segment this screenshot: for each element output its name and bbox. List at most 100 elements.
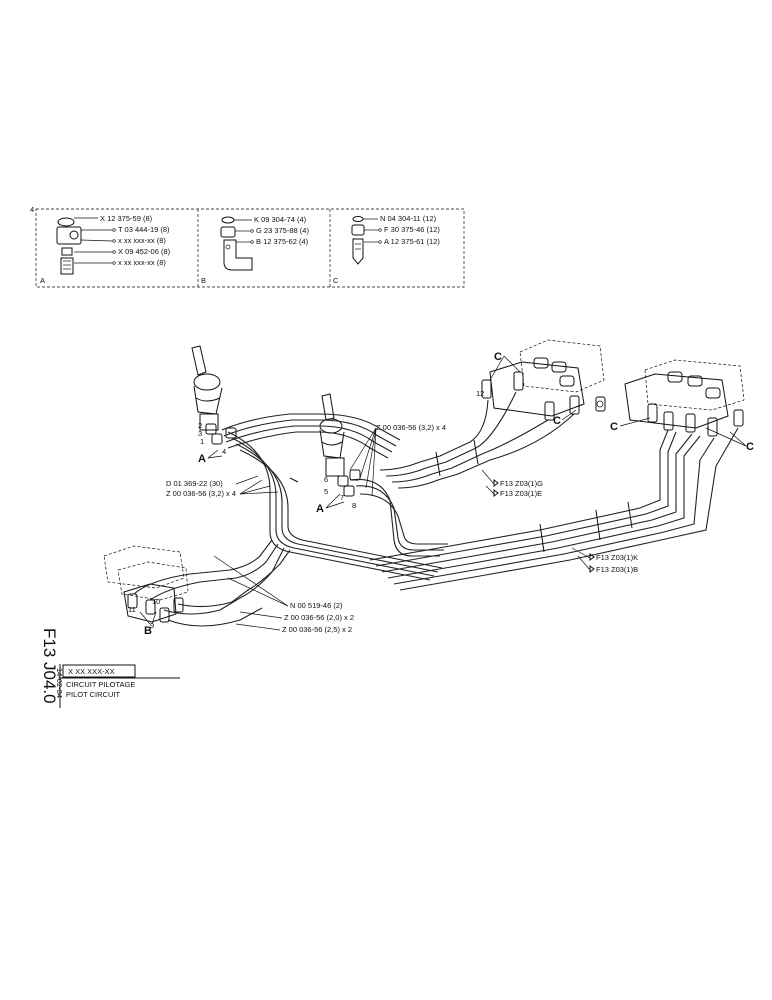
- clamp-icon: [627, 501, 633, 529]
- adapter-icon: [351, 224, 365, 236]
- adapter-icon: [220, 226, 236, 238]
- fitting-icon: [685, 413, 696, 433]
- panel-letter-b: B: [201, 276, 206, 285]
- o-ring-icon: [221, 216, 235, 224]
- callout-hose-20: Z 00 036-56 (2,0) x 2: [284, 613, 354, 622]
- hose-end-icon: [60, 257, 74, 275]
- clamp-icon: [473, 439, 479, 465]
- fitting-icon: [513, 371, 524, 391]
- part-number: X XX XXX-XX: [68, 667, 115, 676]
- part-ref: T 03 444-19 (8): [118, 225, 170, 234]
- port-number: 12: [476, 389, 484, 398]
- letter-a-right: A: [316, 503, 324, 515]
- letter-callouts: A A B C C C C: [139, 351, 754, 637]
- panel-letter-a: A: [40, 276, 45, 285]
- letter-b: B: [144, 625, 152, 637]
- part-ref: x xx xxx-xx (8): [118, 236, 166, 245]
- control-valve-block-left: [481, 339, 606, 421]
- part-ref: F 30 375-46 (12): [384, 225, 440, 234]
- section-ref-b: F13 Z03(1)B: [596, 565, 638, 574]
- clamp-icon: [289, 477, 299, 483]
- letter-c-top: C: [494, 351, 502, 363]
- detail-panel-a: A X 12 375-59 (8) T 03 444-19 (8) x xx x…: [40, 214, 171, 285]
- fitting-icon: [205, 423, 217, 435]
- port-number: 5: [324, 487, 328, 496]
- fitting-icon: [544, 401, 555, 421]
- washer-icon: [57, 217, 75, 227]
- letter-c-mid: C: [553, 415, 561, 427]
- hose-fitting-icon: [352, 238, 364, 265]
- fitting-icon: [225, 427, 237, 439]
- letter-c-right: C: [610, 421, 618, 433]
- fitting-icon: [211, 433, 223, 445]
- port-number: 3: [198, 429, 202, 438]
- port-number: 11: [128, 605, 136, 614]
- part-ref: B 12 375-62 (4): [256, 237, 309, 246]
- letter-a-left: A: [198, 453, 206, 465]
- fitting-icon: [595, 396, 606, 412]
- detail-panels: 4 A X 12 375-59 (8) T 03 444-19 (8) x xx…: [30, 205, 465, 288]
- callout-hose-upper: Z 00 036-56 (3,2) x 4: [376, 423, 446, 432]
- callout-clamp: D 01 369-22 (30): [166, 479, 223, 488]
- pilot-hoses: [133, 391, 739, 627]
- port-number: 1: [200, 437, 204, 446]
- part-callouts: Z 00 036-56 (3,2) x 4 D 01 369-22 (30) Z…: [166, 423, 446, 634]
- detail-panel-c: C N 04 304-11 (12) F 30 375-46 (12) A 12…: [333, 214, 440, 285]
- fitting-icon: [127, 593, 138, 609]
- title-block: F13 J04.0 14-02-84 X XX XXX-XX CIRCUIT P…: [40, 628, 180, 708]
- title-fr: CIRCUIT PILOTAGE: [66, 680, 135, 689]
- arrow-icon: [493, 489, 499, 497]
- arrow-icon: [589, 553, 595, 561]
- fitting-icon: [663, 411, 674, 431]
- fitting-icon: [647, 403, 658, 423]
- control-valve-block-right: [624, 359, 745, 437]
- fitting-icon: [349, 469, 361, 481]
- port-number: 7: [340, 493, 344, 502]
- panel-letter-c: C: [333, 276, 339, 285]
- corner-mark: 4: [30, 205, 34, 214]
- part-ref: N 04 304-11 (12): [380, 214, 437, 223]
- section-ref-g: F13 Z03(1)G: [500, 479, 543, 488]
- port-number: 4: [222, 447, 226, 456]
- port-number: 6: [324, 475, 328, 484]
- section-ref-k: F13 Z03(1)K: [596, 553, 638, 562]
- clamp-icon: [435, 451, 441, 477]
- elbow-fitting-icon: [223, 239, 253, 271]
- fitting-icon: [159, 607, 170, 623]
- detail-panels-frame: [35, 208, 465, 288]
- fitting-icon: [733, 409, 744, 427]
- arrow-icon: [589, 565, 595, 573]
- banjo-fitting-icon: [56, 226, 82, 245]
- banjo-bolt-icon: [69, 230, 79, 240]
- callout-hose-left: Z 00 036-56 (3,2) x 4: [166, 489, 236, 498]
- part-ref: K 09 304-74 (4): [254, 215, 307, 224]
- part-ref: X 12 375-59 (8): [100, 214, 153, 223]
- nut-icon: [61, 247, 73, 256]
- joystick-left: [191, 345, 237, 445]
- fitting-icon: [569, 395, 580, 415]
- section-ref-e: F13 Z03(1)E: [500, 489, 542, 498]
- section-references: F13 Z03(1)G F13 Z03(1)E F13 Z03(1)K F13 …: [481, 469, 638, 574]
- callout-hose-25: Z 00 036-56 (2,5) x 2: [282, 625, 352, 634]
- port-number: 8: [352, 501, 356, 510]
- part-ref: G 23 375-88 (4): [256, 226, 309, 235]
- title-en: PILOT CIRCUIT: [66, 690, 120, 699]
- port-number: 9: [150, 621, 154, 630]
- letter-c-far-right: C: [746, 441, 754, 453]
- callout-nut: N 00 519-46 (2): [290, 601, 343, 610]
- clamp-icon: [539, 523, 545, 553]
- detail-panel-b: B K 09 304-74 (4) G 23 375-88 (4) B 12 3…: [201, 215, 309, 285]
- arrow-icon: [493, 479, 499, 487]
- fitting-icon: [337, 475, 349, 487]
- port-number: 2: [198, 421, 202, 430]
- part-ref: X 09 452-06 (8): [118, 247, 171, 256]
- pedal-valve: [103, 545, 189, 623]
- port-number: 10: [152, 597, 160, 606]
- doc-number: F13 J04.0: [40, 628, 59, 704]
- clamp-icon: [595, 509, 601, 541]
- part-number-box: [62, 664, 136, 678]
- port-numbers: 2 3 1 4 6 5 7 8 9 10 11 12: [128, 389, 484, 630]
- o-ring-icon: [352, 216, 364, 222]
- fitting-icon: [707, 417, 718, 437]
